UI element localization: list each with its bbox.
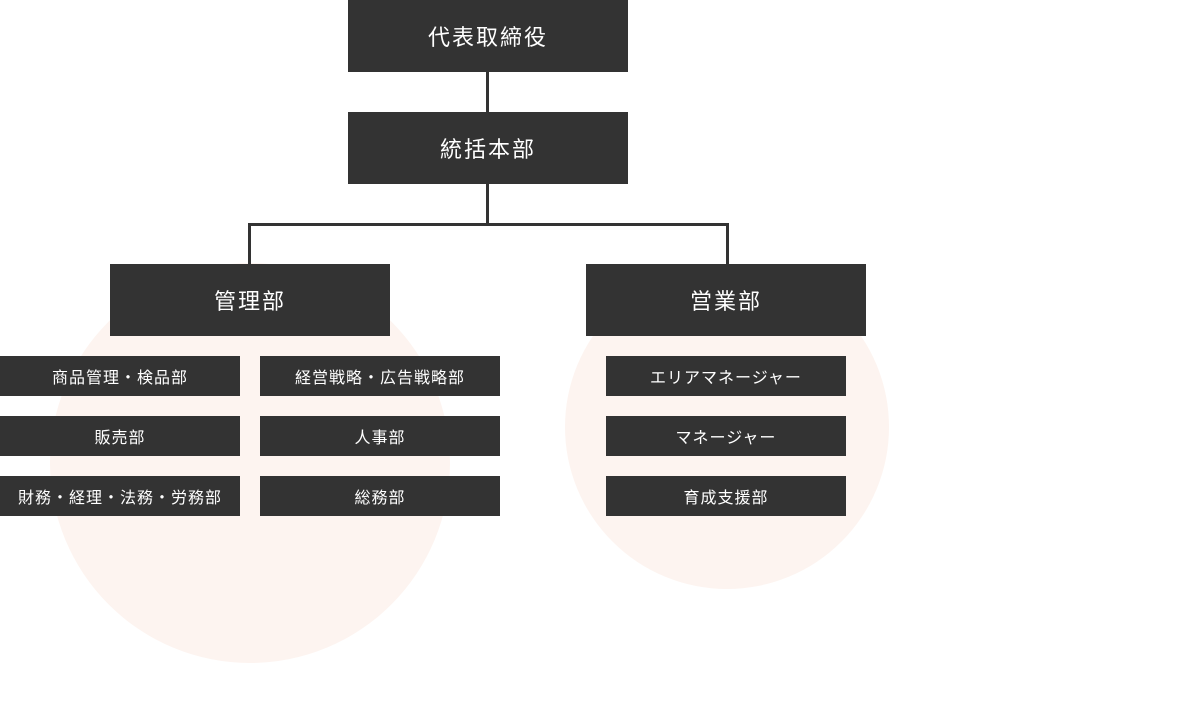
connector-left-drop — [248, 223, 251, 264]
connector-horizontal — [248, 223, 729, 226]
node-sales-unit: エリアマネージャー — [606, 356, 846, 396]
node-admin-unit: 商品管理・検品部 — [0, 356, 240, 396]
connector-top-to-second — [486, 72, 489, 112]
connector-right-drop — [726, 223, 729, 264]
node-admin-unit: 販売部 — [0, 416, 240, 456]
node-admin-unit: 財務・経理・法務・労務部 — [0, 476, 240, 516]
node-admin-unit: 人事部 — [260, 416, 500, 456]
node-sales-unit: 育成支援部 — [606, 476, 846, 516]
node-sales-department: 営業部 — [586, 264, 866, 336]
node-ceo: 代表取締役 — [348, 0, 628, 72]
connector-second-down — [486, 184, 489, 226]
node-admin-unit: 経営戦略・広告戦略部 — [260, 356, 500, 396]
node-admin-department: 管理部 — [110, 264, 390, 336]
node-sales-unit: マネージャー — [606, 416, 846, 456]
node-headquarters: 統括本部 — [348, 112, 628, 184]
node-admin-unit: 総務部 — [260, 476, 500, 516]
